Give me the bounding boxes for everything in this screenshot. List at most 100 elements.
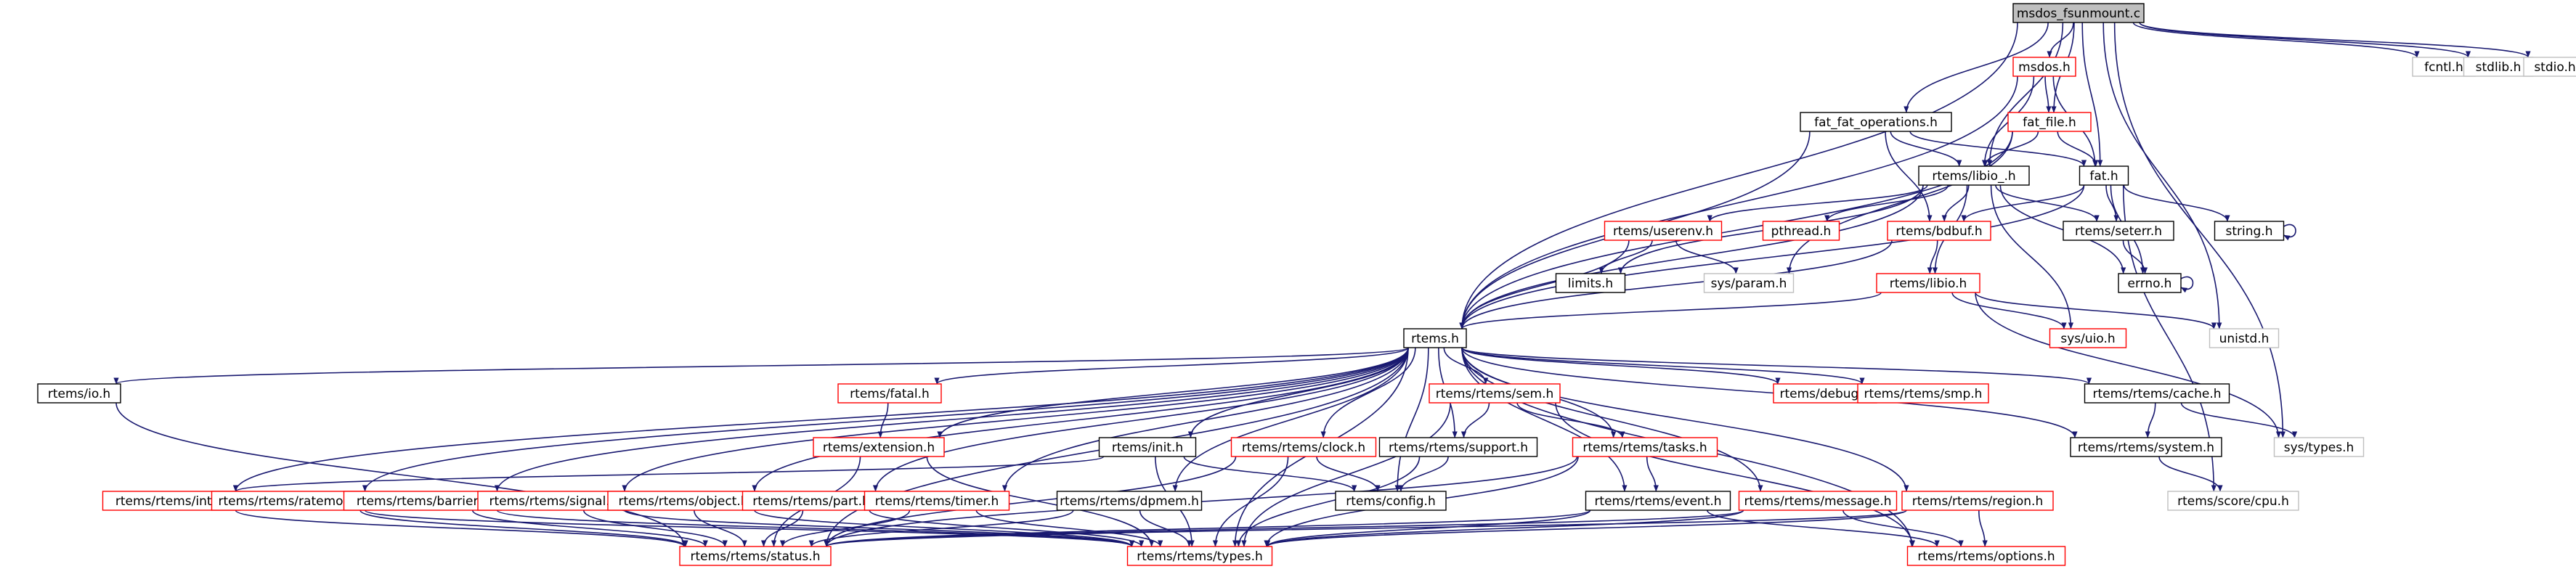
node-rtems-rtems-message-h[interactable]: rtems/rtems/message.h <box>1738 491 1898 511</box>
node-label: rtems/rtems/part.h <box>752 494 870 509</box>
node-rtems-rtems-system-h[interactable]: rtems/rtems/system.h <box>2070 437 2222 457</box>
node-rtems-h[interactable]: rtems.h <box>1403 328 1467 348</box>
node-rtems-init-h[interactable]: rtems/init.h <box>1098 437 1197 457</box>
node-fat-h[interactable]: fat.h <box>2079 165 2129 186</box>
node-rtems-seterr-h[interactable]: rtems/seterr.h <box>2063 221 2174 241</box>
node-rtems-config-h[interactable]: rtems/config.h <box>1335 491 1447 511</box>
node-label: sys/types.h <box>2284 441 2354 455</box>
edge-rtems_h-to-rtems_rtems_timer_h <box>1001 347 1409 492</box>
node-label: rtems/rtems/smp.h <box>1864 387 1983 401</box>
node-label: rtems/seterr.h <box>2075 224 2162 239</box>
node-sys-types-h: sys/types.h <box>2273 437 2365 457</box>
node-rtems-rtems-barrier-h[interactable]: rtems/rtems/barrier.h <box>343 491 503 511</box>
node-box <box>1703 273 1795 293</box>
node-label: rtems/score/cpu.h <box>2177 494 2289 509</box>
edge-rtems_libio__h-to-rtems_userenv_h <box>1707 184 1928 222</box>
node-label: stdio.h <box>2534 60 2575 75</box>
edge-rtems_rtems_message_h-to-rtems_rtems_status_h <box>824 509 1744 547</box>
edge-rtems_libio_h-to-sys_uio_h <box>1951 292 2067 329</box>
edge-rtems_libio_h-to-rtems_h <box>1459 292 1882 329</box>
node-label: rtems/extension.h <box>823 441 935 455</box>
node-rtems-rtems-region-h[interactable]: rtems/rtems/region.h <box>1901 491 2054 511</box>
node-label: rtems/rtems/object.h <box>618 494 748 509</box>
edge-rtems_rtems_clock_h-to-rtems_config_h <box>1316 456 1381 492</box>
node-msdos-h[interactable]: msdos.h <box>2012 57 2076 77</box>
node-rtems-extension-h[interactable]: rtems/extension.h <box>813 437 945 457</box>
node-rtems-rtems-types-h[interactable]: rtems/rtems/types.h <box>1126 546 1273 566</box>
node-label: rtems/rtems/status.h <box>691 549 821 564</box>
node-rtems-userenv-h[interactable]: rtems/userenv.h <box>1604 221 1723 241</box>
node-rtems-rtems-smp-h[interactable]: rtems/rtems/smp.h <box>1857 383 1989 404</box>
node-label: rtems/rtems/barrier.h <box>357 494 489 509</box>
node-errno-h[interactable]: errno.h <box>2118 273 2182 293</box>
edge-rtems_rtems_sem_h-to-rtems_rtems_options_h <box>1555 402 1916 547</box>
node-rtems-rtems-object-h[interactable]: rtems/rtems/object.h <box>607 491 760 511</box>
edge-rtems_bdbuf_h-to-rtems_h <box>1459 240 1893 329</box>
node-rtems-libio--h[interactable]: rtems/libio_.h <box>1918 165 2030 186</box>
node-rtems-rtems-tasks-h[interactable]: rtems/rtems/tasks.h <box>1572 437 1718 457</box>
node-rtems-rtems-timer-h[interactable]: rtems/rtems/timer.h <box>864 491 1010 511</box>
edge-rtems_rtems_signal_h-to-rtems_rtems_types_h <box>624 509 1134 547</box>
node-label: rtems/rtems/ratemon.h <box>219 494 363 509</box>
node-label: rtems/rtems/sem.h <box>1436 387 1554 401</box>
node-label: rtems/rtems/event.h <box>1594 494 1721 509</box>
node-label: fat.h <box>2089 169 2118 184</box>
edge-rtems_h-to-rtems_rtems_clock_h <box>1320 347 1416 438</box>
node-label: rtems/libio.h <box>1890 277 1967 291</box>
edge-rtems_userenv_h-to-limits_h <box>1598 240 1653 274</box>
node-rtems-rtems-signal-h[interactable]: rtems/rtems/signal.h <box>477 491 630 511</box>
node-msdos-fsunmount-c[interactable]: msdos_fsunmount.c <box>2012 3 2145 23</box>
edge-rtems_seterr_h-to-errno_h <box>2122 240 2148 274</box>
node-label: rtems/rtems/clock.h <box>1242 441 1365 455</box>
node-box <box>1906 546 2066 566</box>
node-rtems-io-h[interactable]: rtems/io.h <box>37 383 121 404</box>
edge-rtems_h-to-rtems_rtems_signal_h <box>622 347 1409 492</box>
edge-msdos_fsunmount_c-to-rtems_libio__h <box>1987 22 2064 167</box>
node-rtems-rtems-clock-h[interactable]: rtems/rtems/clock.h <box>1230 437 1377 457</box>
node-box <box>2070 437 2222 457</box>
edge-rtems_rtems_support_h-to-rtems_config_h <box>1398 456 1449 492</box>
node-rtems-rtems-support-h[interactable]: rtems/rtems/support.h <box>1378 437 1538 457</box>
edge-rtems_h-to-rtems_rtems_barrier_h <box>495 347 1409 492</box>
node-rtems-rtems-cache-h[interactable]: rtems/rtems/cache.h <box>2084 383 2230 404</box>
node-rtems-bdbuf-h[interactable]: rtems/bdbuf.h <box>1887 221 1991 241</box>
node-rtems-rtems-event-h[interactable]: rtems/rtems/event.h <box>1585 491 1731 511</box>
node-rtems-rtems-dpmem-h[interactable]: rtems/rtems/dpmem.h <box>1056 491 1203 511</box>
edge-rtems_rtems_tasks_h-to-rtems_rtems_event_h <box>1646 456 1659 492</box>
node-rtems-libio-h[interactable]: rtems/libio.h <box>1876 273 1980 293</box>
edge-rtems_rtems_timer_h-to-rtems_rtems_types_h <box>975 509 1163 547</box>
edge-rtems_libio__h-to-rtems_bdbuf_h <box>1941 184 1970 222</box>
node-pthread-h[interactable]: pthread.h <box>1762 221 1840 241</box>
node-label: rtems/io.h <box>48 387 110 401</box>
node-rtems-score-cpu-h: rtems/score/cpu.h <box>2167 491 2299 511</box>
node-box <box>1230 437 1377 457</box>
node-rtems-rtems-options-h[interactable]: rtems/rtems/options.h <box>1906 546 2066 566</box>
node-label: fat_file.h <box>2023 115 2076 130</box>
node-box <box>1056 491 1203 511</box>
node-box <box>1403 328 1467 348</box>
node-rtems-rtems-sem-h[interactable]: rtems/rtems/sem.h <box>1429 383 1561 404</box>
node-label: rtems/bdbuf.h <box>1896 224 1982 239</box>
node-rtems-rtems-part-h[interactable]: rtems/rtems/part.h <box>741 491 881 511</box>
edge-rtems_libio_h-to-sys_types_h <box>1975 292 2282 438</box>
node-box <box>2079 165 2129 186</box>
node-rtems-rtems-ratemon-h[interactable]: rtems/rtems/ratemon.h <box>211 491 370 511</box>
node-sys-uio-h[interactable]: sys/uio.h <box>2049 328 2127 348</box>
node-limits-h[interactable]: limits.h <box>1555 273 1626 293</box>
edge-rtems_init_h-to-rtems_config_h <box>1183 456 1357 492</box>
node-fat-file-h[interactable]: fat_file.h <box>2007 112 2092 132</box>
node-box <box>1555 273 1626 293</box>
node-fat-fat-operations-h[interactable]: fat_fat_operations.h <box>1800 112 1952 132</box>
node-string-h[interactable]: string.h <box>2214 221 2285 241</box>
edge-rtems_h-to-rtems_rtems_event_h <box>1461 347 1628 492</box>
node-label: msdos.h <box>2018 60 2071 75</box>
node-box <box>1857 383 1989 404</box>
node-rtems-rtems-status-h[interactable]: rtems/rtems/status.h <box>679 546 832 566</box>
edge-rtems_rtems_signal_h-to-rtems_rtems_status_h <box>582 509 728 547</box>
node-rtems-fatal-h[interactable]: rtems/fatal.h <box>837 383 942 404</box>
edge-rtems_rtems_cache_h-to-rtems_rtems_system_h <box>2145 402 2156 438</box>
node-box <box>2209 328 2280 348</box>
edge-rtems_rtems_barrier_h-to-rtems_rtems_types_h <box>496 509 1134 547</box>
